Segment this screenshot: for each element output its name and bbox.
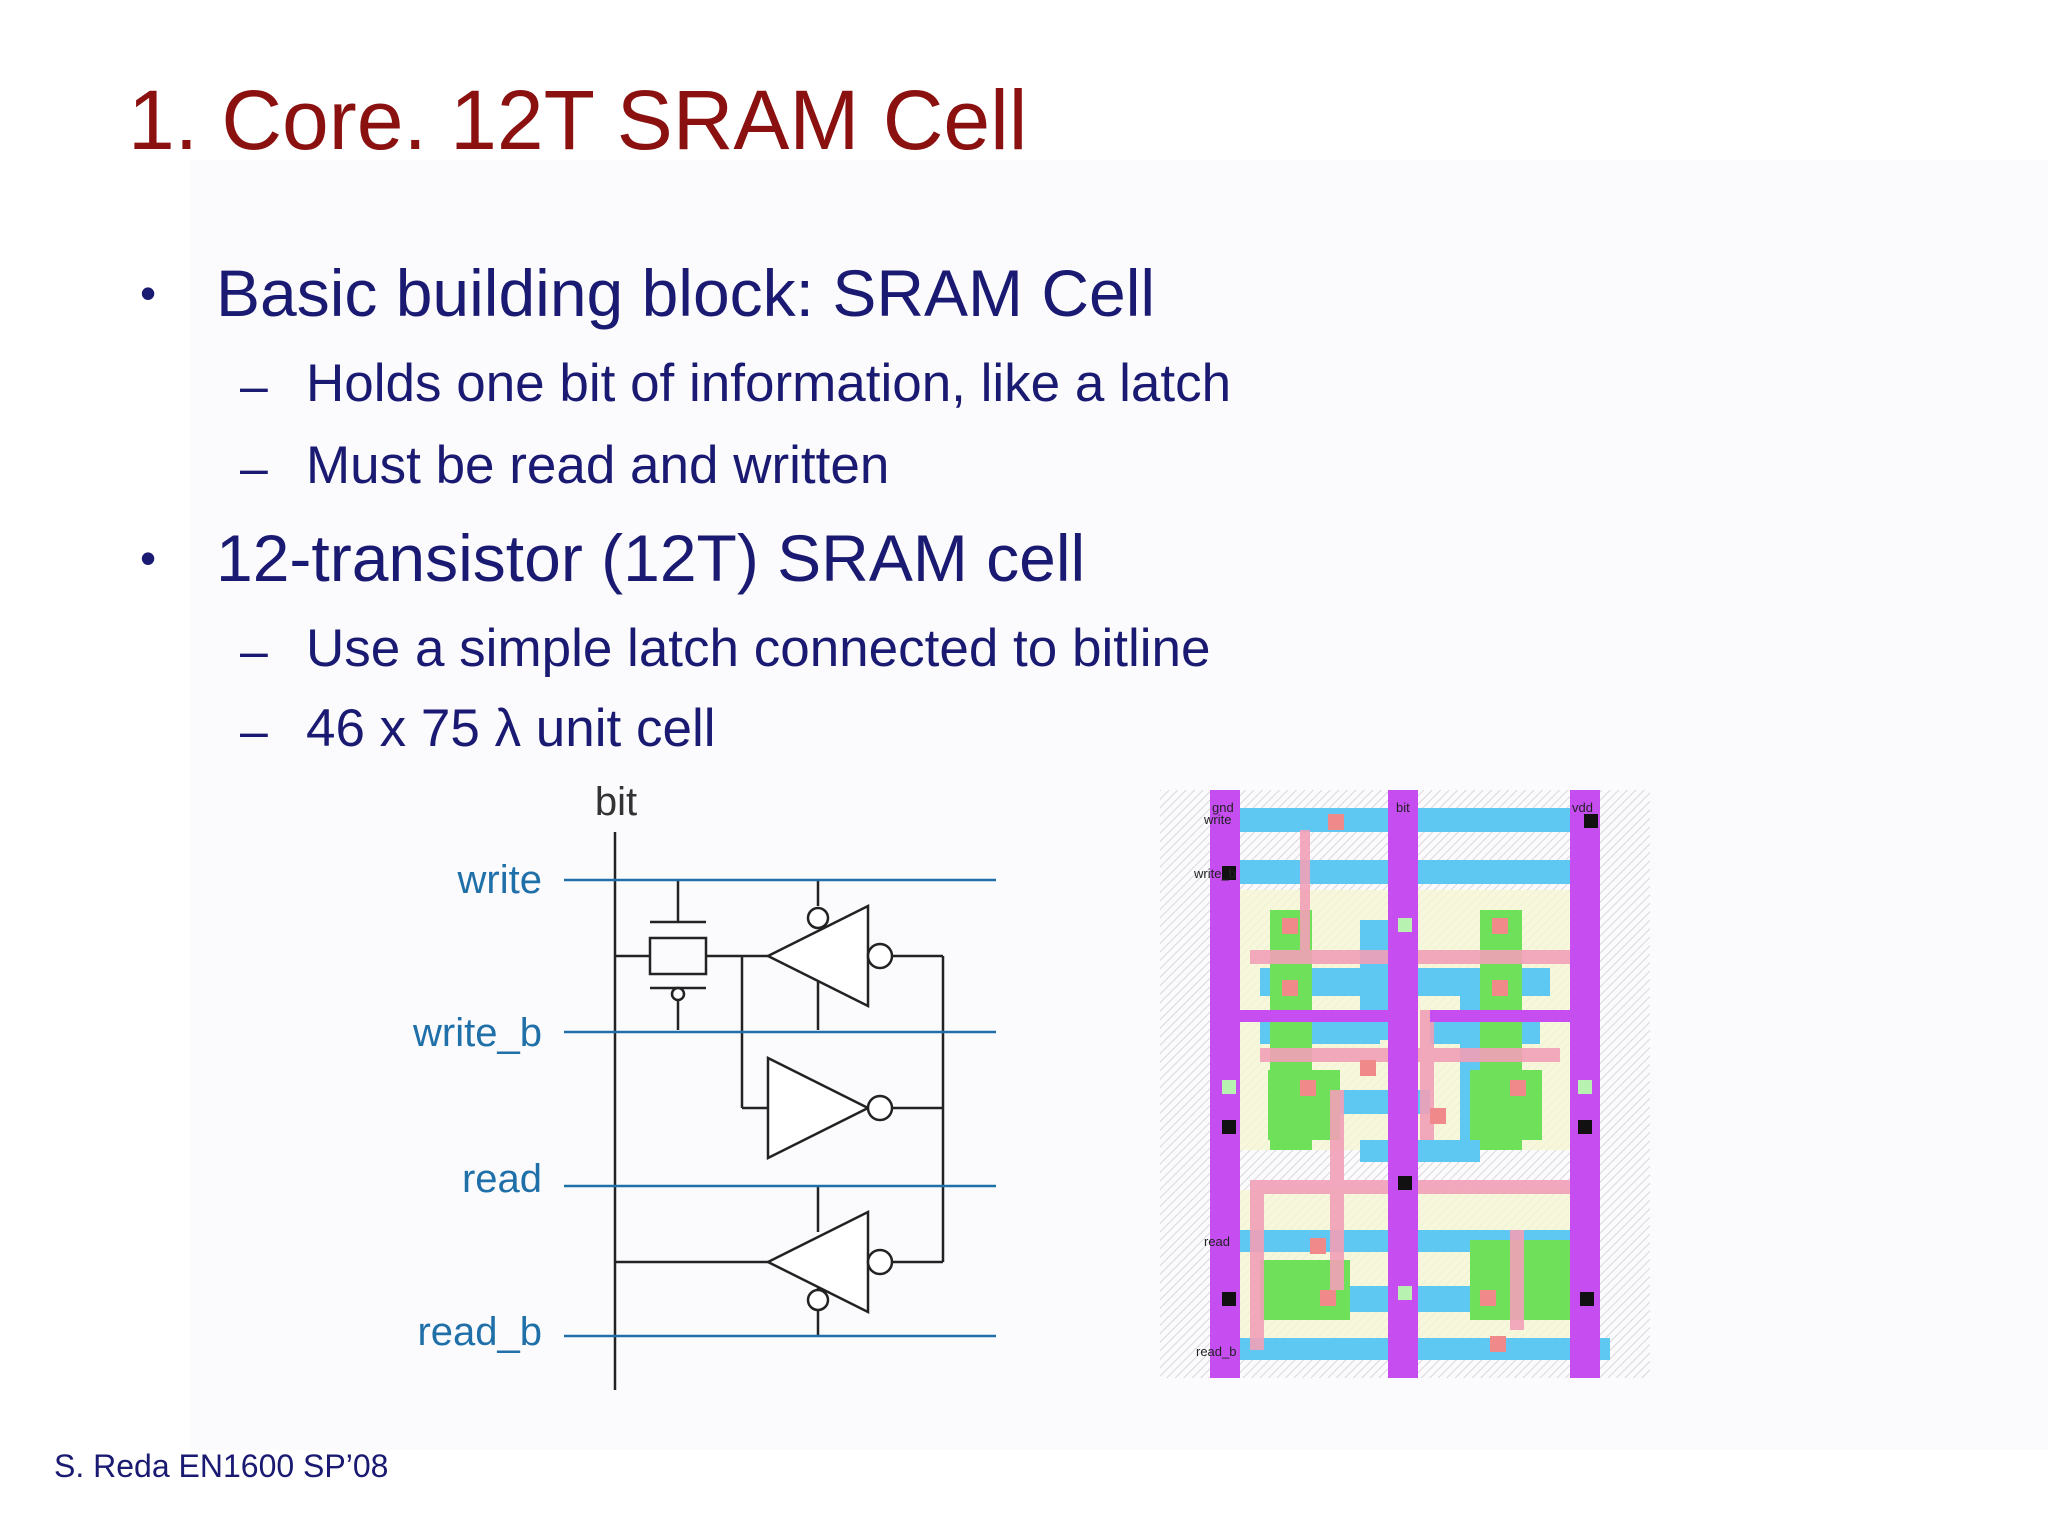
footer-credit: S. Reda EN1600 SP’08 bbox=[54, 1448, 389, 1484]
bullet-marker: • bbox=[140, 532, 157, 584]
bullet-marker: • bbox=[140, 267, 157, 319]
inverter-latch bbox=[766, 1055, 871, 1161]
slide-title: 1. Core. 12T SRAM Cell bbox=[128, 73, 1028, 167]
bullet-1-sub-1: Holds one bit of information, like a lat… bbox=[306, 354, 1232, 413]
layout-label-write: write bbox=[1203, 812, 1231, 827]
sub-bullet-dash: – bbox=[240, 703, 268, 759]
bitline-label: bit bbox=[595, 780, 637, 824]
bullet-1-sub-2: Must be read and written bbox=[306, 436, 890, 495]
bullet-1-text: Basic building block: SRAM Cell bbox=[216, 256, 1156, 330]
slide-background bbox=[190, 160, 2048, 1450]
layout-label-bit: bit bbox=[1396, 800, 1410, 815]
write-b-label: write_b bbox=[412, 1011, 542, 1055]
sub-bullet-dash: – bbox=[240, 440, 268, 496]
bullet-2-sub-1: Use a simple latch connected to bitline bbox=[306, 619, 1211, 678]
layout-label-read: read bbox=[1204, 1234, 1230, 1249]
transmission-gate bbox=[648, 936, 708, 976]
sub-bullet-dash: – bbox=[240, 623, 268, 679]
read-label: read bbox=[462, 1157, 542, 1201]
read-b-label: read_b bbox=[417, 1310, 542, 1354]
write-label: write bbox=[457, 858, 542, 902]
bullet-2-sub-2: 46 x 75 λ unit cell bbox=[306, 699, 716, 758]
bullet-2-text: 12-transistor (12T) SRAM cell bbox=[216, 521, 1086, 595]
layout-label-gnd: gnd bbox=[1212, 800, 1234, 815]
sub-bullet-dash: – bbox=[240, 358, 268, 414]
layout-label-write-b: write_b bbox=[1193, 866, 1236, 881]
sram-layout: gnd write bit vdd write_b read read_b bbox=[1160, 790, 1650, 1378]
layout-label-vdd: vdd bbox=[1572, 800, 1593, 815]
layout-label-read-b: read_b bbox=[1196, 1344, 1236, 1359]
